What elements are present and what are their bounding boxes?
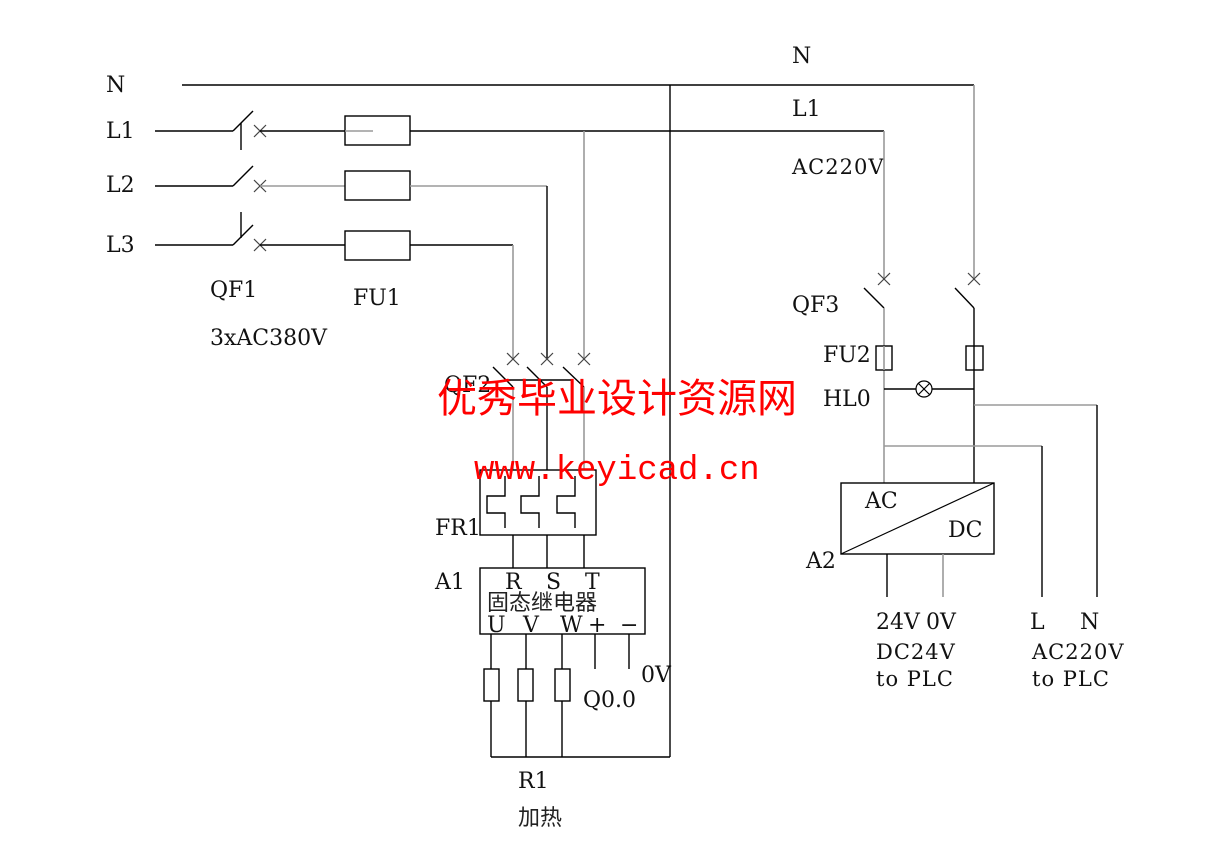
qf2-label: QF2 xyxy=(444,373,491,398)
fu2-label: FU2 xyxy=(823,343,871,368)
terminal-s: S xyxy=(546,570,561,595)
hl0-label: HL0 xyxy=(823,387,871,412)
left-supply: N L1 L2 L3 Q xyxy=(106,73,974,351)
terminal-u: U xyxy=(487,613,506,638)
right-bus-label-l1: L1 xyxy=(792,97,821,122)
r1-heater-resistors xyxy=(483,634,670,758)
ac-terminal-l: L xyxy=(1030,610,1045,635)
qf1-label: QF1 xyxy=(210,278,257,303)
r1-label: R1 xyxy=(518,769,549,794)
qf3-label: QF3 xyxy=(792,293,839,318)
bus-label-l2: L2 xyxy=(106,173,135,198)
load-name: 加热 xyxy=(518,806,562,831)
supply-voltage-label: 3xAC380V xyxy=(210,326,328,351)
fu1-label: FU1 xyxy=(353,286,401,311)
qf2-breaker-symbol xyxy=(492,352,591,388)
dc-terminal-24v: 24V xyxy=(876,610,921,635)
terminal-plus: + xyxy=(588,613,606,638)
fr1-heater-elements xyxy=(486,476,576,528)
dc-terminal-0v: 0V xyxy=(926,610,957,635)
control-signal-label: Q0.0 xyxy=(583,688,636,713)
heater-resistor-v xyxy=(517,668,534,702)
right-supply: N L1 AC220V QF3 FU2 HL0 xyxy=(791,44,1124,691)
fu1-fuse-l3 xyxy=(344,230,411,261)
ac-output-label: AC220V xyxy=(1031,640,1124,664)
bus-label-l3: L3 xyxy=(106,233,135,258)
watermark-url: www.keyicad.cn xyxy=(474,452,760,490)
relay-name: 固态继电器 xyxy=(487,591,597,616)
terminal-w: W xyxy=(560,613,583,638)
bus-label-n: N xyxy=(106,73,125,98)
fr1-label: FR1 xyxy=(435,516,481,541)
watermark: 优秀毕业设计资源网 www.keyicad.cn xyxy=(437,376,797,490)
heater-resistor-u xyxy=(483,668,500,702)
control-ground-label: 0V xyxy=(641,663,672,688)
converter-ac-label: AC xyxy=(864,489,898,514)
terminal-minus: − xyxy=(620,613,638,638)
qf1-breaker-symbol xyxy=(232,110,267,252)
terminal-r: R xyxy=(505,570,523,595)
a2-label: A2 xyxy=(805,549,836,574)
qf3-breaker-symbol xyxy=(863,272,981,309)
ac-terminal-n: N xyxy=(1080,610,1099,635)
dc-output-label: DC24V xyxy=(876,640,956,664)
terminal-v: V xyxy=(522,613,540,638)
heater-resistor-w xyxy=(554,668,571,702)
heater-circuit: QF2 FR1 A1 R S T 固态继电器 U V W + − 0V Q0.0 xyxy=(410,85,884,831)
fr1-thermal-relay xyxy=(479,469,597,536)
converter-dc-label: DC xyxy=(948,518,982,543)
fu1-fuse-l2 xyxy=(344,170,411,201)
a1-label: A1 xyxy=(434,570,465,595)
right-supply-voltage-label: AC220V xyxy=(791,155,884,179)
terminal-t: T xyxy=(585,570,600,595)
watermark-title: 优秀毕业设计资源网 xyxy=(437,376,797,422)
a1-solid-state-relay xyxy=(479,567,646,635)
hl0-indicator-lamp xyxy=(915,380,933,398)
right-bus-label-n: N xyxy=(792,44,811,69)
ac-output-dest: to PLC xyxy=(1032,667,1110,691)
dc-output-dest: to PLC xyxy=(876,667,954,691)
bus-label-l1: L1 xyxy=(106,119,135,144)
